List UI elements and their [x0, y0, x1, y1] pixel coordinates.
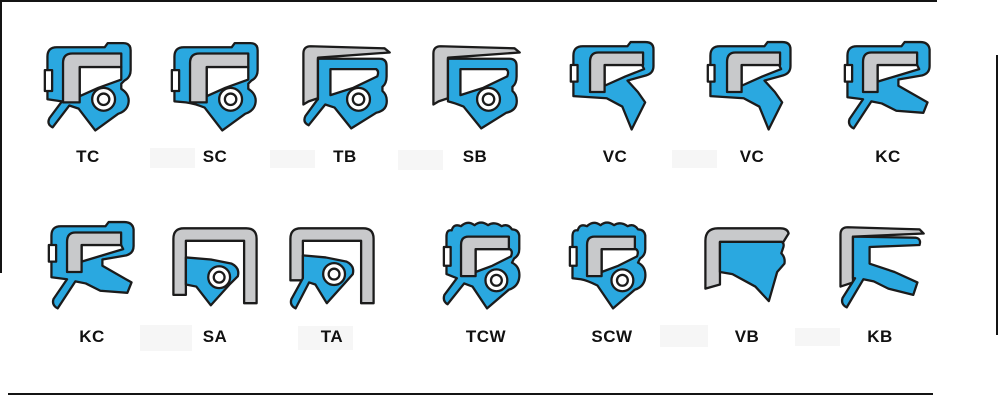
scan-artifact [672, 150, 717, 168]
seal-profile-vb-icon [695, 220, 799, 324]
seal-type-label: KB [867, 327, 893, 346]
seal-type-label: SA [202, 327, 228, 346]
seal-profile-kb-icon [828, 220, 932, 324]
seal-type-label: TC [76, 147, 100, 166]
seal-type-cell-tcw-r2c4: TCW [424, 220, 548, 347]
seal-type-cell-sa-r2c2: SA [153, 220, 277, 347]
seal-profile-tcw-icon [434, 220, 538, 324]
seal-profile-kc-icon [836, 40, 940, 144]
seal-type-cell-kc-r2c1: KC [30, 220, 154, 347]
frame-bottom [8, 393, 933, 395]
frame-left [0, 0, 2, 273]
seal-type-label: SC [202, 147, 228, 166]
seal-type-cell-vb-r2c6: VB [685, 220, 809, 347]
scan-artifact [270, 150, 315, 168]
seal-type-label: VB [734, 327, 760, 346]
seal-type-label: SCW [591, 327, 633, 346]
scan-artifact [795, 328, 840, 346]
frame-right [996, 55, 998, 335]
seal-type-cell-kb-r2c7: KB [818, 220, 942, 347]
seal-type-cell-vc-r1c5: VC [553, 40, 677, 167]
seal-type-label: TB [333, 147, 357, 166]
seal-type-cell-kc-r1c7: KC [826, 40, 950, 167]
scan-artifact [140, 325, 192, 351]
seal-profile-sa-icon [163, 220, 267, 324]
seal-profile-vc-icon [700, 40, 804, 144]
seal-profile-tb-icon [293, 40, 397, 144]
seal-profile-ta-icon [280, 220, 384, 324]
seal-type-cell-sb-r1c4: SB [413, 40, 537, 167]
seal-type-label: VC [739, 147, 765, 166]
seal-type-label: KC [79, 327, 105, 346]
seal-type-label: TA [320, 327, 344, 346]
seal-profile-tc-icon [36, 40, 140, 144]
scan-artifact [150, 148, 195, 168]
seal-type-label: KC [875, 147, 901, 166]
seal-profile-sb-icon [423, 40, 527, 144]
seal-profile-kc-icon [40, 220, 144, 324]
frame-top [0, 0, 937, 2]
seal-type-cell-sc-r1c2: SC [153, 40, 277, 167]
scan-artifact [398, 150, 443, 170]
seal-type-label: SB [462, 147, 488, 166]
seal-type-cell-ta-r2c3: TA [270, 220, 394, 347]
seal-type-cell-scw-r2c5: SCW [550, 220, 674, 347]
seal-type-cell-tc-r1c1: TC [26, 40, 150, 167]
seal-profile-sc-icon [163, 40, 267, 144]
scan-artifact [660, 325, 708, 347]
seal-type-label: TCW [465, 327, 507, 346]
scan-artifact [298, 326, 353, 350]
seal-type-cell-vc-r1c6: VC [690, 40, 814, 167]
seal-profile-scw-icon [560, 220, 664, 324]
seal-type-cell-tb-r1c3: TB [283, 40, 407, 167]
seal-profile-vc-icon [563, 40, 667, 144]
seal-type-label: VC [602, 147, 628, 166]
